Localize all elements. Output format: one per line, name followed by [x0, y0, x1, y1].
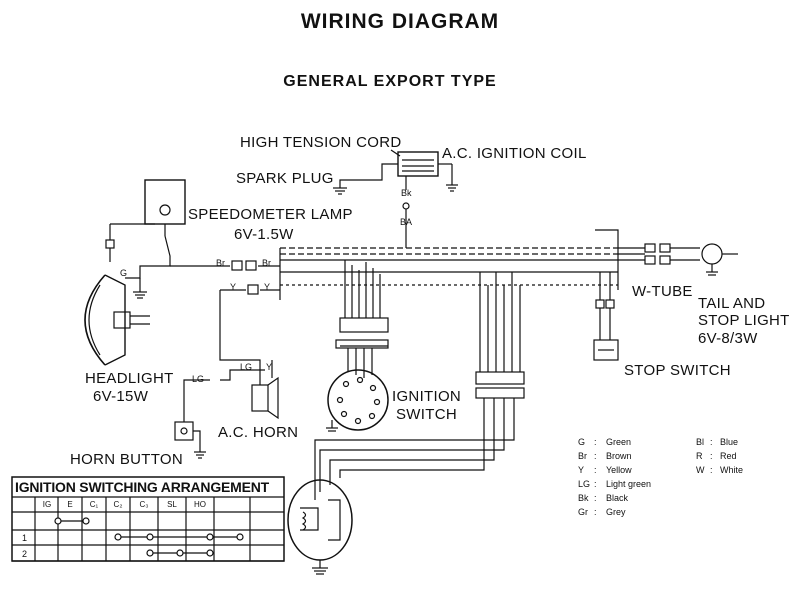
stop-switch	[593, 272, 619, 361]
label-ac-ignition-coil: A.C. IGNITION COIL	[442, 145, 587, 162]
switch-table-title: IGNITION SWITCHING ARRANGEMENT	[15, 479, 270, 495]
connector-block	[314, 272, 525, 500]
legend-name: White	[720, 465, 744, 475]
switch-table-header: E	[67, 500, 73, 509]
diagram-subtitle: GENERAL EXPORT TYPE	[283, 73, 497, 90]
legend-code: Bk	[578, 493, 589, 503]
legend-name: Yellow	[606, 465, 632, 475]
speedometer-lamp	[105, 179, 186, 262]
ignition-switch	[326, 369, 389, 432]
label-headlight: HEADLIGHT	[85, 370, 174, 387]
ac-ignition-coil	[397, 151, 458, 232]
legend-sep: :	[594, 437, 597, 447]
wire-code-y-horn: Y	[266, 362, 273, 372]
label-headlight-spec: 6V-15W	[93, 388, 149, 405]
label-tail-stop-line1: TAIL AND	[698, 295, 766, 312]
legend-name: Black	[606, 493, 629, 503]
legend-sep: :	[594, 507, 597, 517]
switch-table-row-label: 1	[22, 533, 28, 543]
switch-table-header: IG	[42, 500, 52, 509]
legend-sep: :	[594, 493, 597, 503]
legend-code: Gr	[578, 507, 588, 517]
legend-code: Bl	[696, 437, 705, 447]
switch-table-header: C₂	[113, 500, 123, 509]
switch-table-row-label: 2	[22, 549, 28, 559]
wire-code-bk: Bk	[401, 188, 412, 198]
legend-name: Brown	[606, 451, 632, 461]
wire-code-br-right: Br	[262, 258, 271, 268]
wire-code-br-left: Br	[216, 258, 225, 268]
tail-stop-light	[644, 243, 738, 276]
wire-code-lg-left: LG	[192, 374, 205, 384]
wire-code-ba: BA	[400, 217, 413, 227]
switch-table-header: C₃	[139, 500, 149, 509]
legend-sep: :	[710, 437, 713, 447]
switch-arrangement-table	[11, 476, 285, 562]
legend-sep: :	[594, 451, 597, 461]
legend-code: LG	[578, 479, 591, 489]
legend-name: Green	[606, 437, 632, 447]
switch-table-header: HO	[194, 500, 206, 509]
legend-name: Blue	[720, 437, 739, 447]
main-harness	[170, 229, 645, 361]
label-stop-switch: STOP SWITCH	[624, 362, 731, 379]
label-ignition-switch-line1: IGNITION	[392, 388, 462, 405]
legend-name: Grey	[606, 507, 626, 517]
wire-code-lg-right: LG	[240, 362, 253, 372]
switch-table-header: C₁	[89, 500, 99, 509]
legend-code: Y	[578, 465, 585, 475]
wire-code-y-left: Y	[230, 282, 237, 292]
wire-code-g-head: G	[120, 268, 128, 278]
legend-sep: :	[710, 465, 713, 475]
wire-code-y-right: Y	[264, 282, 271, 292]
legend-code: Br	[578, 451, 587, 461]
ignition-wire-bundle	[335, 260, 389, 378]
label-w-tube: W-TUBE	[632, 283, 693, 300]
label-tail-stop-line3: 6V-8/3W	[698, 330, 758, 347]
spark-plug	[333, 149, 401, 195]
headlight	[84, 235, 171, 366]
label-speedometer-lamp: SPEEDOMETER LAMP	[188, 206, 353, 223]
label-ac-horn: A.C. HORN	[218, 424, 299, 441]
horn-button	[174, 369, 265, 459]
label-speedometer-lamp-spec: 6V-1.5W	[234, 226, 294, 243]
legend-sep: :	[710, 451, 713, 461]
label-horn-button: HORN BUTTON	[70, 451, 184, 468]
legend-name: Light green	[606, 479, 652, 489]
legend-sep: :	[594, 479, 597, 489]
label-ignition-switch-line2: SWITCH	[396, 406, 457, 423]
ac-generator	[287, 479, 353, 575]
legend-code: R	[696, 451, 703, 461]
legend-code: W	[696, 465, 705, 475]
legend-name: Red	[720, 451, 737, 461]
ac-horn	[240, 359, 279, 420]
label-tail-stop-line2: STOP LIGHT	[698, 312, 790, 329]
switch-table-header: SL	[167, 500, 177, 509]
legend-sep: :	[594, 465, 597, 475]
label-spark-plug: SPARK PLUG	[236, 170, 334, 187]
label-high-tension-cord: HIGH TENSION CORD	[240, 134, 402, 151]
legend-code: G	[578, 437, 586, 447]
diagram-title: WIRING DIAGRAM	[300, 10, 500, 33]
